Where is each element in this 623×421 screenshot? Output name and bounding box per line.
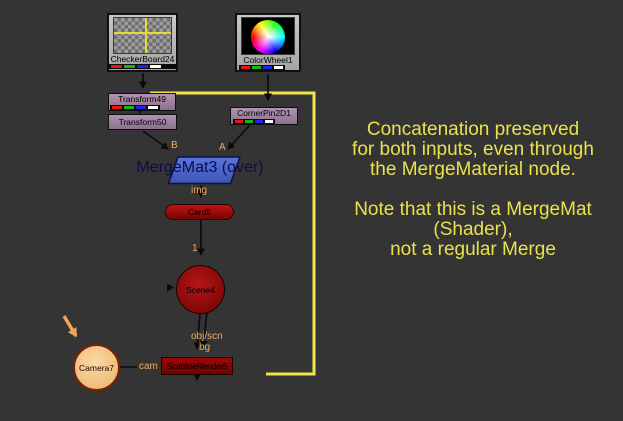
annotation-line: (Shader),	[433, 219, 513, 240]
wire-cornerpin-mergemat-a[interactable]	[227, 124, 251, 150]
crosshair-vertical-icon	[145, 18, 147, 53]
crosshair-horizontal-icon	[114, 32, 171, 34]
wire-scene-scanline-bg[interactable]	[199, 311, 208, 348]
annotation-line: Note that this is a MergeMat	[354, 199, 592, 220]
channel-red-icon	[112, 106, 122, 109]
annotation-line: the MergeMaterial node.	[370, 159, 576, 180]
node-cornerpin2d1[interactable]: CornerPin2D1	[230, 107, 298, 125]
channel-blue-icon	[136, 106, 146, 109]
scanline-output-arrow	[193, 374, 201, 381]
node-scanlinerender5[interactable]: ScanlineRender5	[161, 357, 233, 375]
channel-red-icon	[235, 120, 243, 123]
port-label-a: A	[219, 142, 226, 153]
channel-green-icon	[124, 65, 135, 68]
node-label: Transform50	[118, 117, 167, 127]
channels-strip	[109, 64, 176, 69]
node-label: Scene4	[186, 284, 215, 295]
node-scene4[interactable]: Scene4	[176, 265, 225, 314]
node-label: CornerPin2D1	[237, 108, 291, 118]
channel-red-icon	[241, 66, 250, 69]
channel-alpha-icon	[274, 66, 283, 69]
port-label-cam: cam	[137, 361, 160, 372]
channels-strip	[239, 65, 285, 70]
channel-green-icon	[245, 120, 253, 123]
node-checkerboard24[interactable]: CheckerBoard24	[107, 13, 178, 72]
annotation-arrow-icon	[62, 315, 78, 338]
scene-left-input-arrow	[167, 283, 174, 292]
node-label: Transform49	[118, 94, 166, 104]
channel-alpha-icon	[148, 106, 158, 109]
channel-green-icon	[124, 106, 134, 109]
channel-alpha-icon	[150, 65, 161, 68]
node-transform50[interactable]: Transform50	[108, 114, 177, 130]
port-label-b: B	[171, 140, 178, 151]
node-mergemat3[interactable]	[167, 156, 242, 185]
annotation-line: Concatenation preserved	[366, 119, 580, 140]
port-label-obj-scn: obj/scn	[191, 331, 223, 342]
node-label: ColorWheel1	[243, 55, 293, 65]
node-label: ScanlineRender5	[166, 361, 228, 371]
channel-blue-icon	[137, 65, 148, 68]
channels-strip	[233, 119, 275, 124]
node-transform49[interactable]: Transform49	[108, 93, 176, 111]
channel-alpha-icon	[265, 120, 273, 123]
node-card5[interactable]: Card5	[165, 204, 234, 220]
port-label-img: img	[191, 185, 208, 196]
colorwheel-thumbnail	[241, 17, 295, 55]
port-label-1: 1	[192, 243, 198, 254]
annotation-line: for both inputs, even through	[352, 139, 594, 160]
wire-scene-scanline-objscn[interactable]	[193, 313, 202, 350]
checkerboard-thumbnail	[113, 17, 172, 54]
node-label-mergemat3: MergeMat3 (over)	[136, 159, 264, 176]
channel-red-icon	[111, 65, 122, 68]
wire-transform50-mergemat-b[interactable]	[142, 130, 169, 150]
channels-strip	[110, 105, 160, 110]
node-label: Card5	[187, 207, 212, 217]
port-label-bg: bg	[199, 342, 211, 353]
annotation-line: not a regular Merge	[390, 239, 556, 260]
node-camera7[interactable]: Camera7	[73, 344, 120, 391]
annotation-bracket	[150, 91, 316, 376]
channel-green-icon	[252, 66, 261, 69]
color-wheel-icon	[251, 20, 285, 54]
channel-blue-icon	[255, 120, 263, 123]
annotation-text: Concatenation preserved for both inputs,…	[325, 120, 621, 260]
node-label: CheckerBoard24	[110, 54, 175, 64]
node-colorwheel1[interactable]: ColorWheel1	[235, 13, 301, 72]
node-label: Camera7	[79, 362, 114, 373]
channel-blue-icon	[263, 66, 272, 69]
